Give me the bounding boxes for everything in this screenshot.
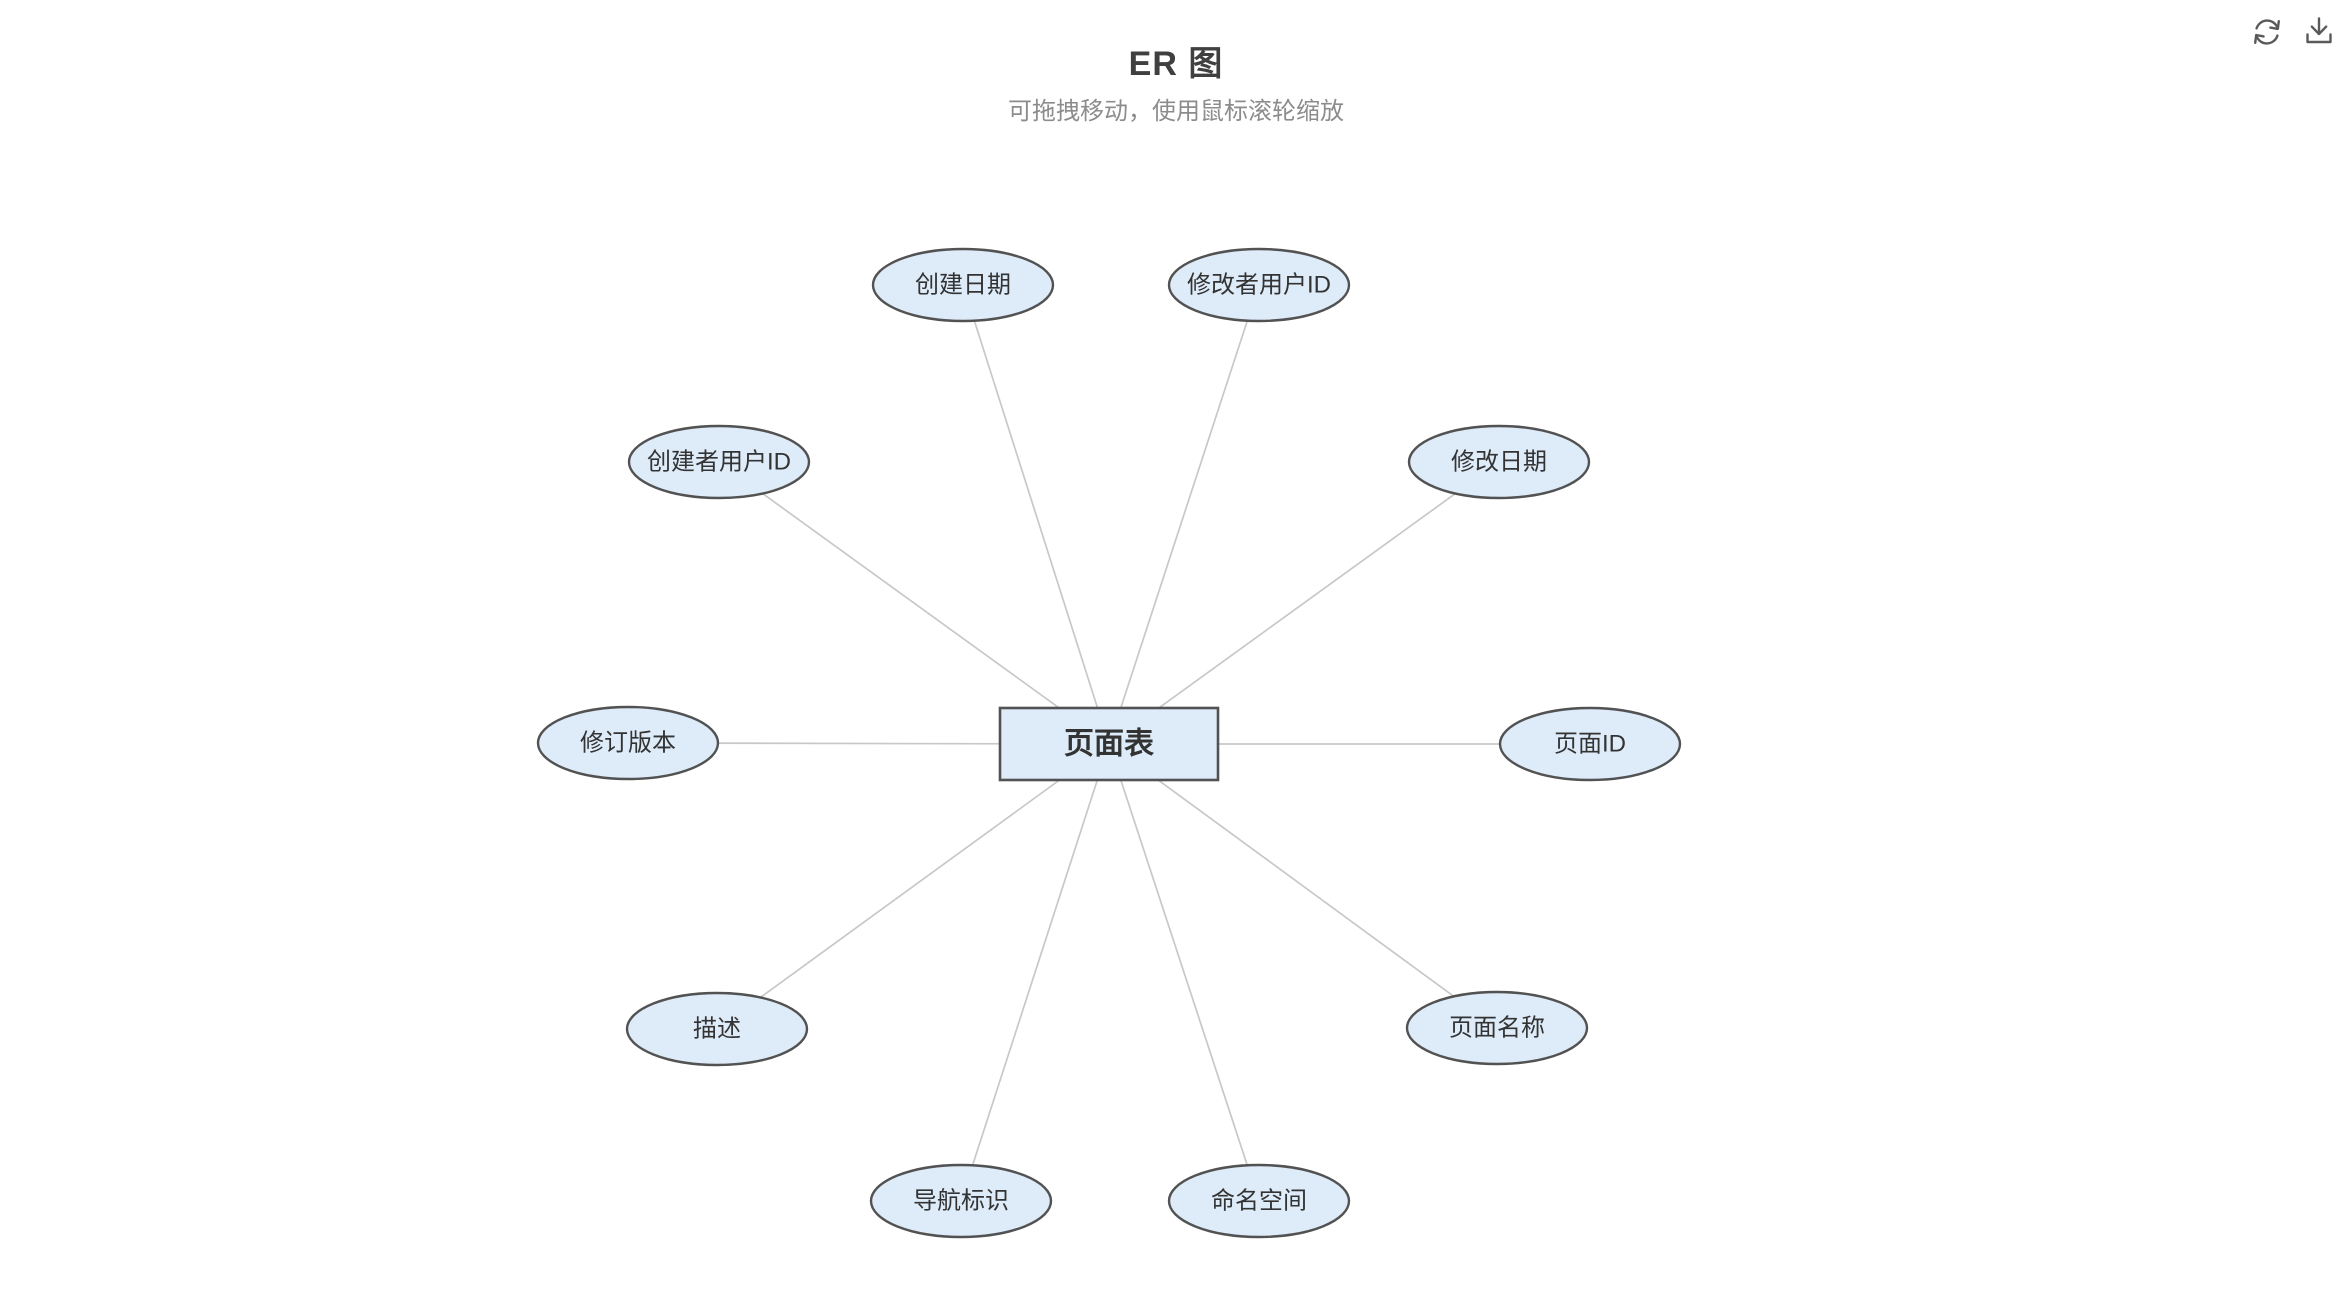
er-attribute-node[interactable]: 命名空间 — [1167, 1163, 1351, 1239]
download-button[interactable] — [2300, 12, 2338, 50]
er-entity-label: 页面表 — [1064, 728, 1154, 761]
download-icon — [2306, 17, 2332, 44]
er-attribute-node[interactable]: 创建日期 — [871, 247, 1055, 323]
er-attribute-node[interactable]: 页面名称 — [1405, 990, 1589, 1066]
er-edge — [1108, 743, 1260, 1202]
er-attribute-ellipse — [627, 424, 811, 500]
er-edge — [1108, 461, 1500, 745]
er-attribute-ellipse — [625, 991, 809, 1067]
er-edge — [716, 743, 1110, 1030]
er-attribute-label: 修订版本 — [580, 730, 676, 757]
er-attribute-ellipse — [1167, 247, 1351, 323]
er-attribute-node[interactable]: 修改日期 — [1407, 424, 1591, 500]
er-attribute-ellipse — [1405, 990, 1589, 1066]
er-edge — [1108, 284, 1260, 745]
refresh-icon — [2254, 19, 2280, 45]
er-attribute-label: 修改者用户ID — [1187, 272, 1331, 299]
er-attribute-ellipse — [536, 705, 720, 781]
er-edge — [1108, 743, 1498, 1029]
refresh-button[interactable] — [2248, 12, 2286, 50]
er-attribute-ellipse — [1167, 1163, 1351, 1239]
er-attribute-ellipse — [869, 1163, 1053, 1239]
er-entity-node[interactable]: 页面表 — [998, 706, 1220, 782]
toolbar — [2248, 12, 2338, 50]
er-attribute-node[interactable]: 导航标识 — [869, 1163, 1053, 1239]
er-entity-rect — [998, 706, 1220, 782]
er-attribute-label: 页面ID — [1554, 731, 1626, 758]
er-attribute-node[interactable]: 修订版本 — [536, 705, 720, 781]
er-attribute-node[interactable]: 修改者用户ID — [1167, 247, 1351, 323]
er-edge — [718, 461, 1110, 745]
er-attribute-label: 导航标识 — [913, 1188, 1009, 1215]
er-attribute-node[interactable]: 页面ID — [1498, 706, 1682, 782]
er-attribute-node[interactable]: 描述 — [625, 991, 809, 1067]
er-attribute-label: 修改日期 — [1451, 449, 1547, 476]
er-attribute-ellipse — [1498, 706, 1682, 782]
er-attribute-label: 命名空间 — [1211, 1188, 1307, 1215]
er-attribute-node[interactable]: 创建者用户ID — [627, 424, 811, 500]
er-edge — [962, 284, 1110, 745]
er-attribute-ellipse — [871, 247, 1055, 323]
er-attribute-ellipse — [1407, 424, 1591, 500]
er-attribute-label: 创建者用户ID — [647, 449, 791, 476]
er-attribute-label: 页面名称 — [1449, 1015, 1545, 1042]
er-attribute-label: 创建日期 — [915, 272, 1011, 299]
er-edge — [960, 743, 1110, 1202]
er-attribute-label: 描述 — [693, 1016, 741, 1043]
